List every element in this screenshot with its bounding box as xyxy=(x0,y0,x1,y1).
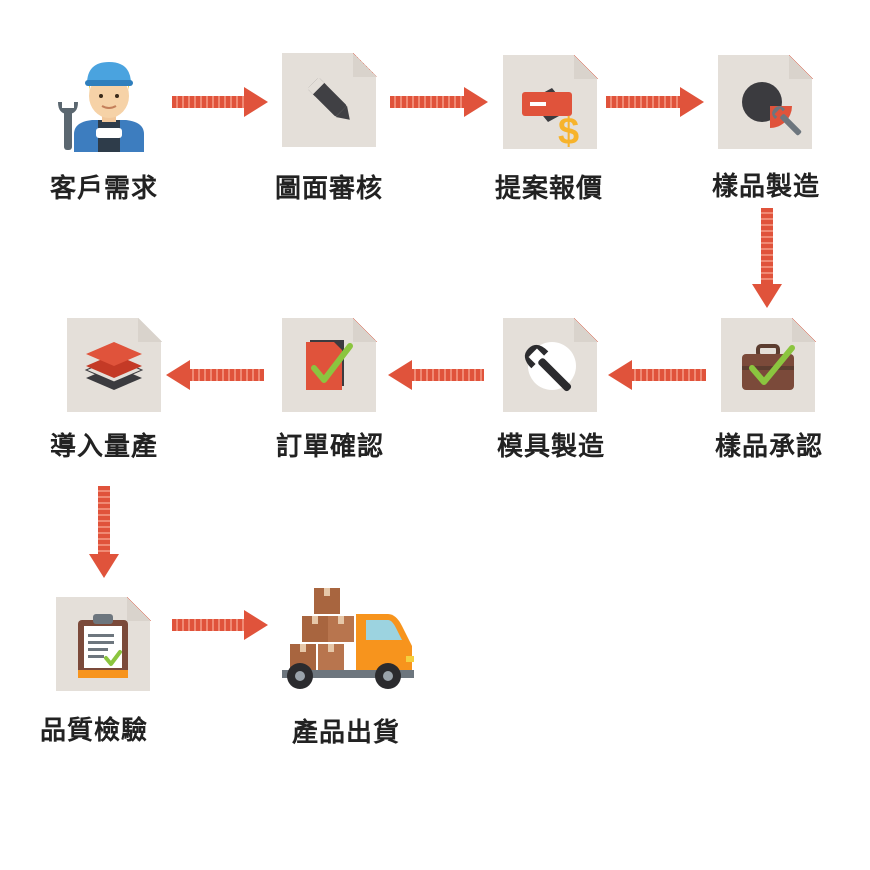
step-label: 樣品製造 xyxy=(711,172,820,202)
delivery-truck-icon xyxy=(282,588,414,689)
pie-chart-wrench-icon xyxy=(742,82,802,136)
step-label: 客戶需求 xyxy=(50,174,159,204)
step-label: 模具製造 xyxy=(496,432,605,462)
step-label: 樣品承認 xyxy=(714,432,823,462)
svg-text:$: $ xyxy=(558,111,579,150)
step-label: 圖面審核 xyxy=(274,174,383,204)
clipboard-check-icon xyxy=(78,614,128,678)
document-check-icon xyxy=(306,340,353,390)
step-label: 導入量產 xyxy=(50,432,159,462)
step-label: 產品出貨 xyxy=(291,718,400,748)
pencil-icon xyxy=(307,77,350,120)
step-label: 提案報價 xyxy=(494,174,603,204)
worker-icon xyxy=(58,62,144,152)
briefcase-check-icon xyxy=(742,344,795,390)
step-label: 訂單確認 xyxy=(275,432,384,462)
layers-icon xyxy=(84,342,144,390)
step-label: 品質檢驗 xyxy=(40,716,149,746)
price-tag-dollar-icon: $ xyxy=(522,88,579,150)
wrench-icon xyxy=(524,342,576,392)
